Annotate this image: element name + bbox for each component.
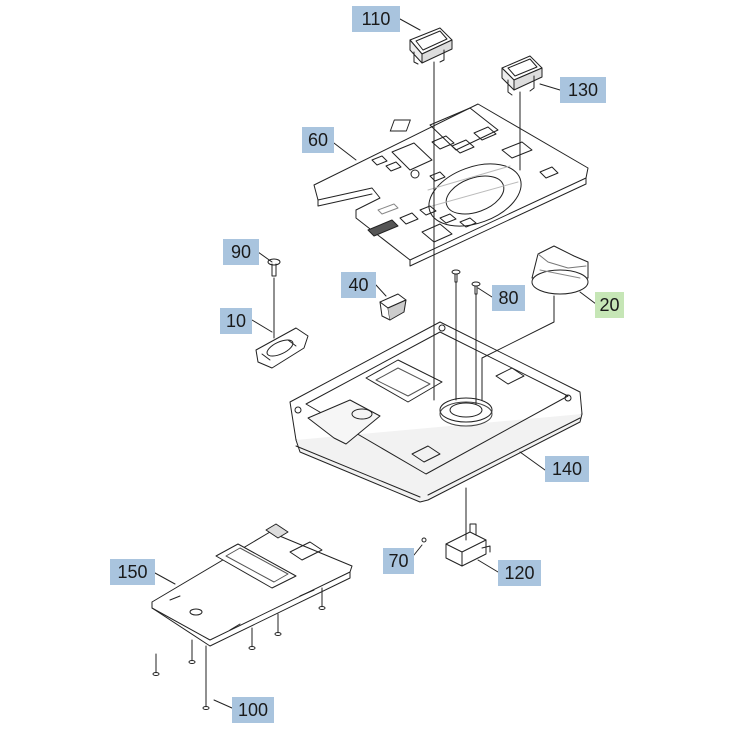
part-40-clip (379, 293, 407, 321)
part-60-membrane-panel (313, 103, 589, 267)
callout-100[interactable]: 100 (232, 697, 274, 723)
leader-lines (154, 18, 597, 709)
part-20-knob (531, 245, 589, 295)
callout-10[interactable]: 10 (220, 308, 252, 334)
callout-90[interactable]: 90 (223, 239, 259, 265)
callout-110[interactable]: 110 (352, 6, 400, 32)
callout-120[interactable]: 120 (498, 560, 541, 586)
callout-80[interactable]: 80 (492, 285, 525, 311)
part-70-pin (421, 537, 427, 543)
part-90-screw (267, 258, 281, 277)
callout-60[interactable]: 60 (302, 127, 334, 153)
callout-20[interactable]: 20 (595, 292, 624, 318)
part-100-screws (152, 587, 326, 710)
part-80-screws (451, 269, 481, 295)
callout-140[interactable]: 140 (545, 456, 589, 482)
callout-40[interactable]: 40 (341, 272, 376, 298)
part-140-housing (289, 321, 583, 503)
part-150-circuit-board (151, 523, 353, 647)
part-120-sensor (445, 523, 491, 567)
part-130-switch (501, 55, 543, 96)
callout-130[interactable]: 130 (560, 77, 606, 103)
callout-150[interactable]: 150 (110, 559, 155, 585)
part-110-switch (409, 27, 453, 65)
part-10-handle-cap (255, 327, 309, 369)
callout-70[interactable]: 70 (383, 548, 414, 574)
